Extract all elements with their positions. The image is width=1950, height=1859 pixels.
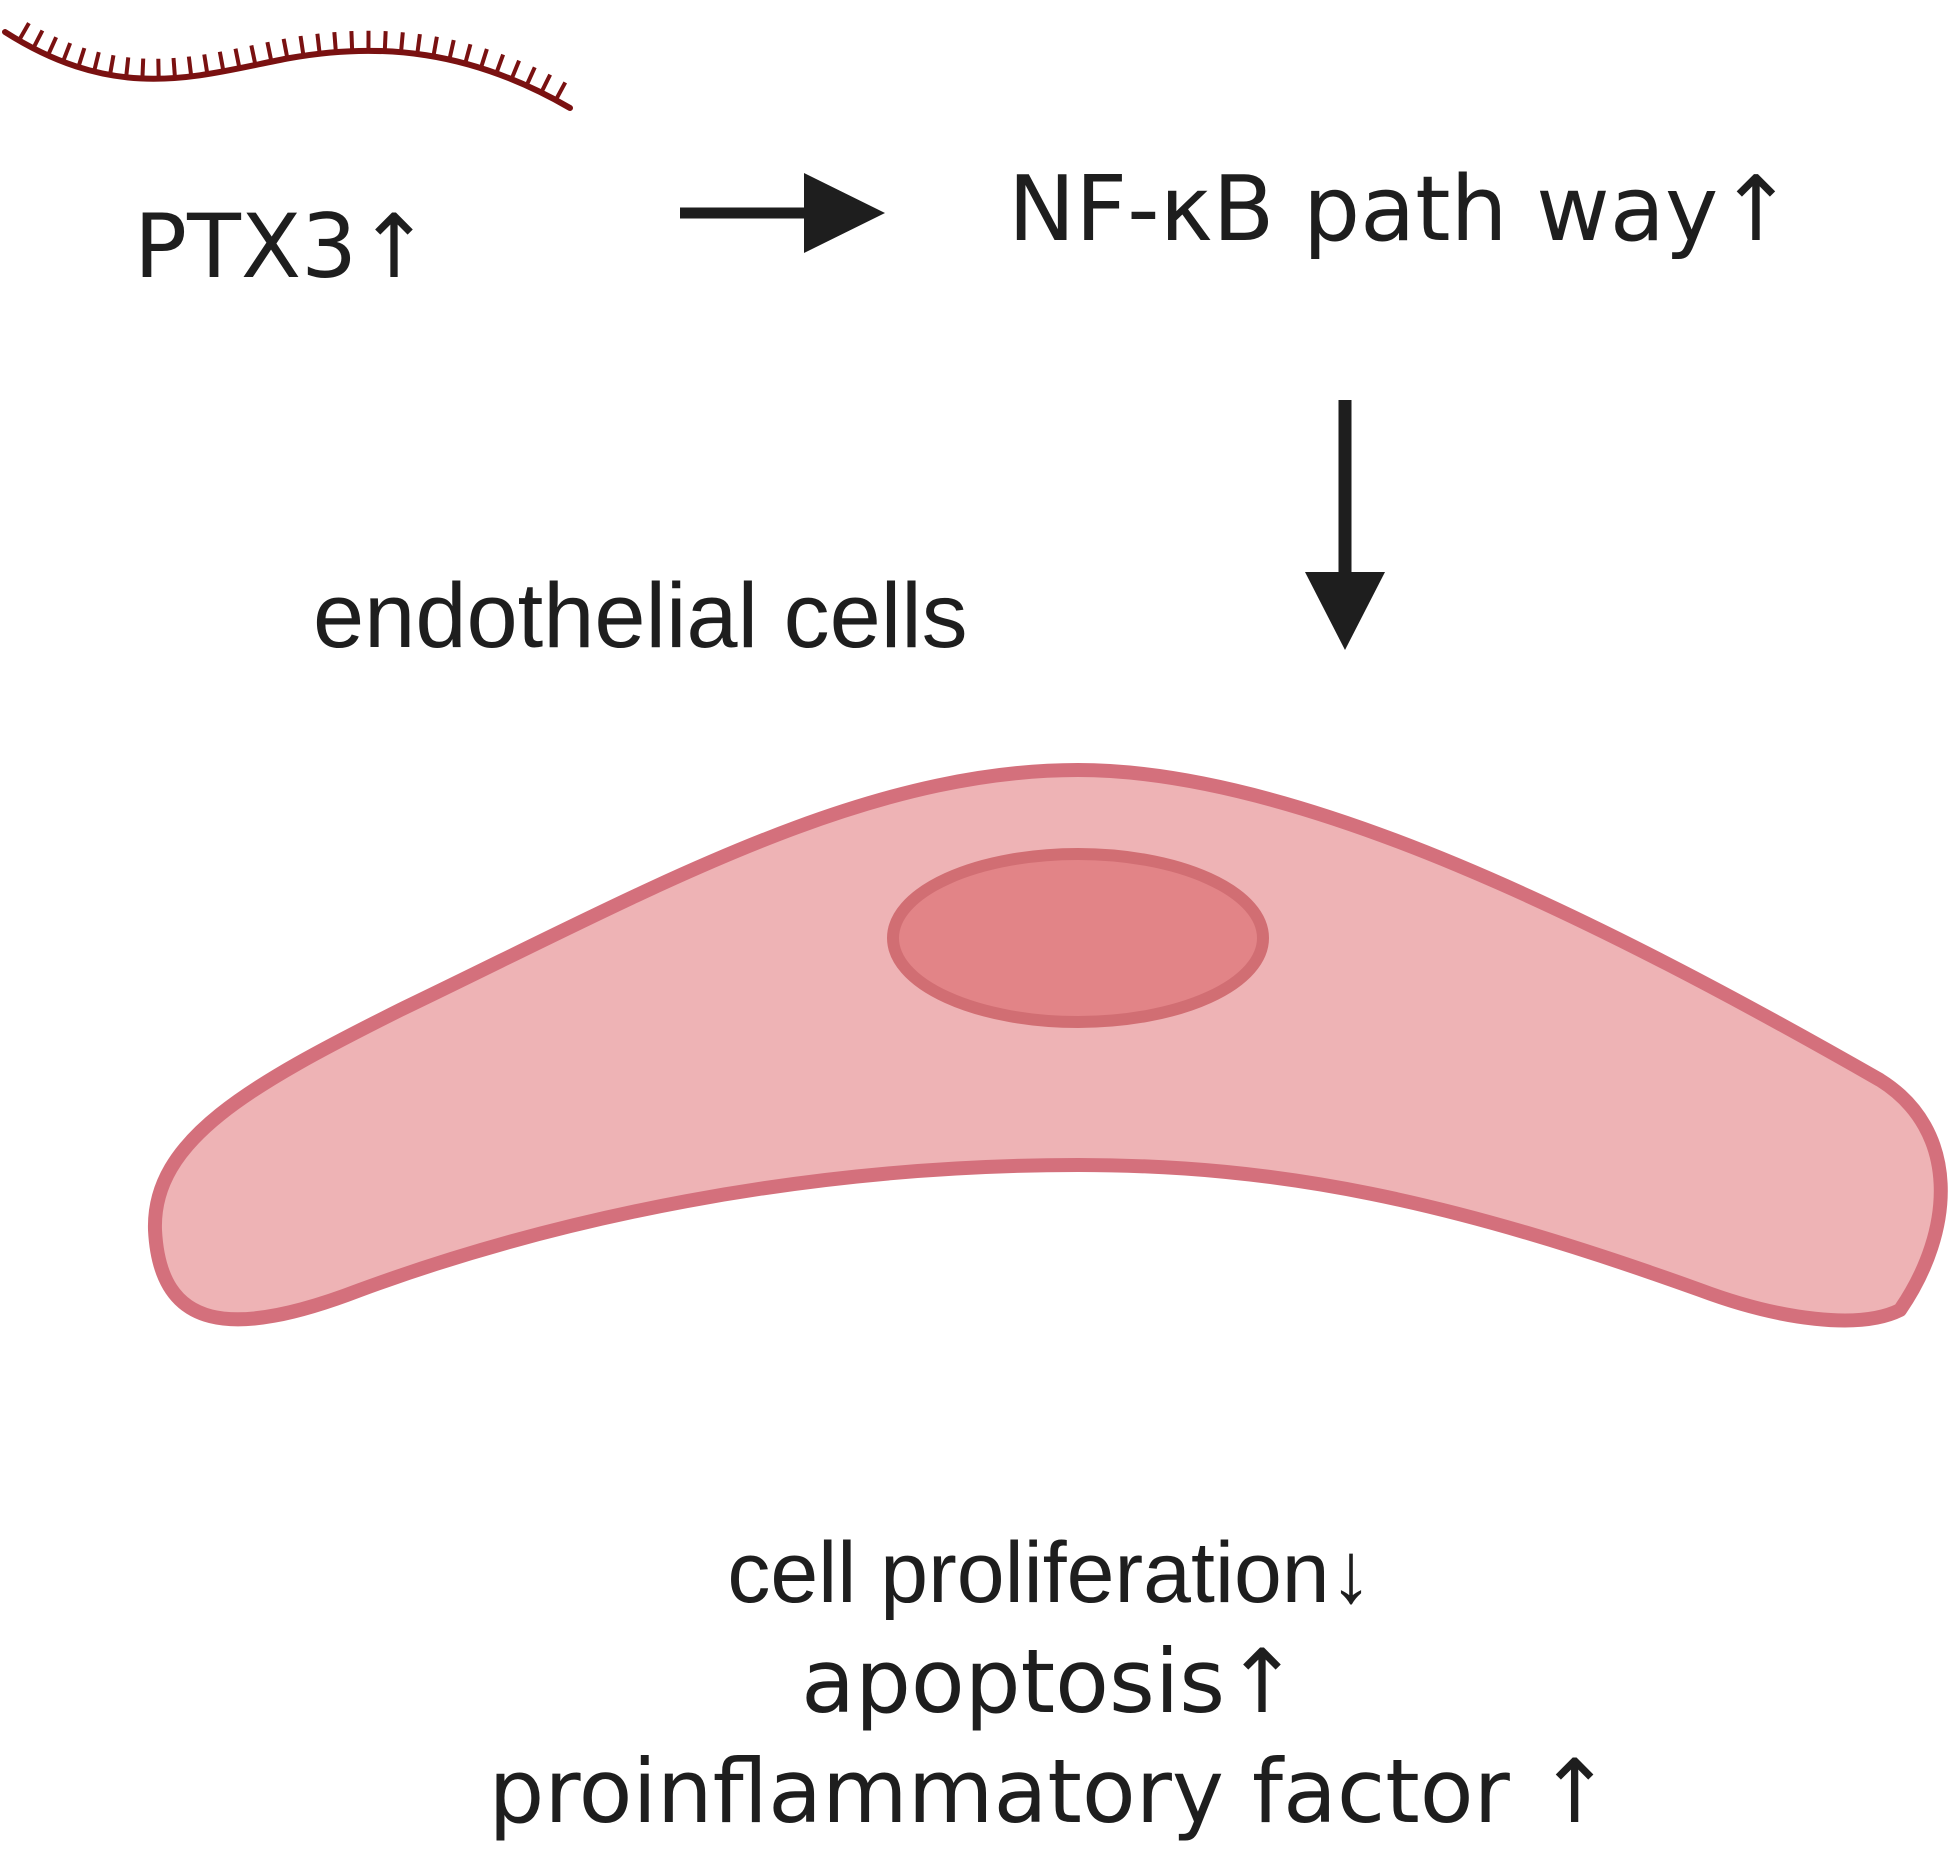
rna-strand-tick [431,36,439,57]
rna-strand-tick [140,58,146,79]
rna-strand-tick [233,48,242,69]
rna-strand-tick [108,54,116,76]
rna-strand-tick [249,45,258,66]
rna-strand-tick [61,42,73,63]
rna-strand-tick [332,31,338,53]
rna-strand-tick [92,51,101,73]
rna-strand-tick [265,41,274,63]
rna-strand-tick [76,47,87,68]
rna-strand-tick [124,57,131,78]
effect-cell-proliferation: cell proliferation↓ [727,1525,1373,1621]
rna-strand-tick [494,53,506,75]
rna-strand-tick [415,33,422,55]
rna-strand-tick [298,35,306,57]
endothelial-cell-icon [147,763,1948,1328]
rna-strand-tick [17,22,31,42]
rna-strand-tick [217,51,226,72]
rna-strand-tick [463,43,473,65]
rna-strand-tick [524,66,537,87]
nfkb-pathway-label: NF-κB path way↑ [1008,157,1794,262]
rna-strand-tick [171,57,177,79]
rna-strand-tick [281,38,290,59]
rna-strand-tick [382,31,388,52]
right-arrow-icon [680,173,885,253]
effect-apoptosis: apoptosis↑ [801,1630,1299,1733]
rna-strand-tick [399,32,405,53]
effects-list: cell proliferation↓ apoptosis↑ proinflam… [0,1530,1950,1858]
effect-proinflammatory-factor: proinflammatory factor ↑ [488,1740,1612,1843]
rna-strand-tick [315,33,322,54]
rna-strand-tick [202,54,210,75]
ptx3-label: PTX3↑ [134,195,431,298]
rna-strand-tick [539,73,552,94]
endothelial-cells-label: endothelial cells [313,565,968,667]
rna-strand-tick [509,59,521,80]
rna-strand-tick [46,36,58,57]
rna-strand-tick [186,56,194,77]
rna-strand-icon [2,22,573,111]
rna-strand-tick [478,48,489,69]
nucleus-icon [887,848,1269,1028]
rna-strand-tick [349,31,355,52]
rna-strand-tick [554,81,568,101]
rna-strand-tick [447,39,456,61]
rna-strand-tick [31,29,45,50]
down-arrow-icon [1305,400,1385,650]
